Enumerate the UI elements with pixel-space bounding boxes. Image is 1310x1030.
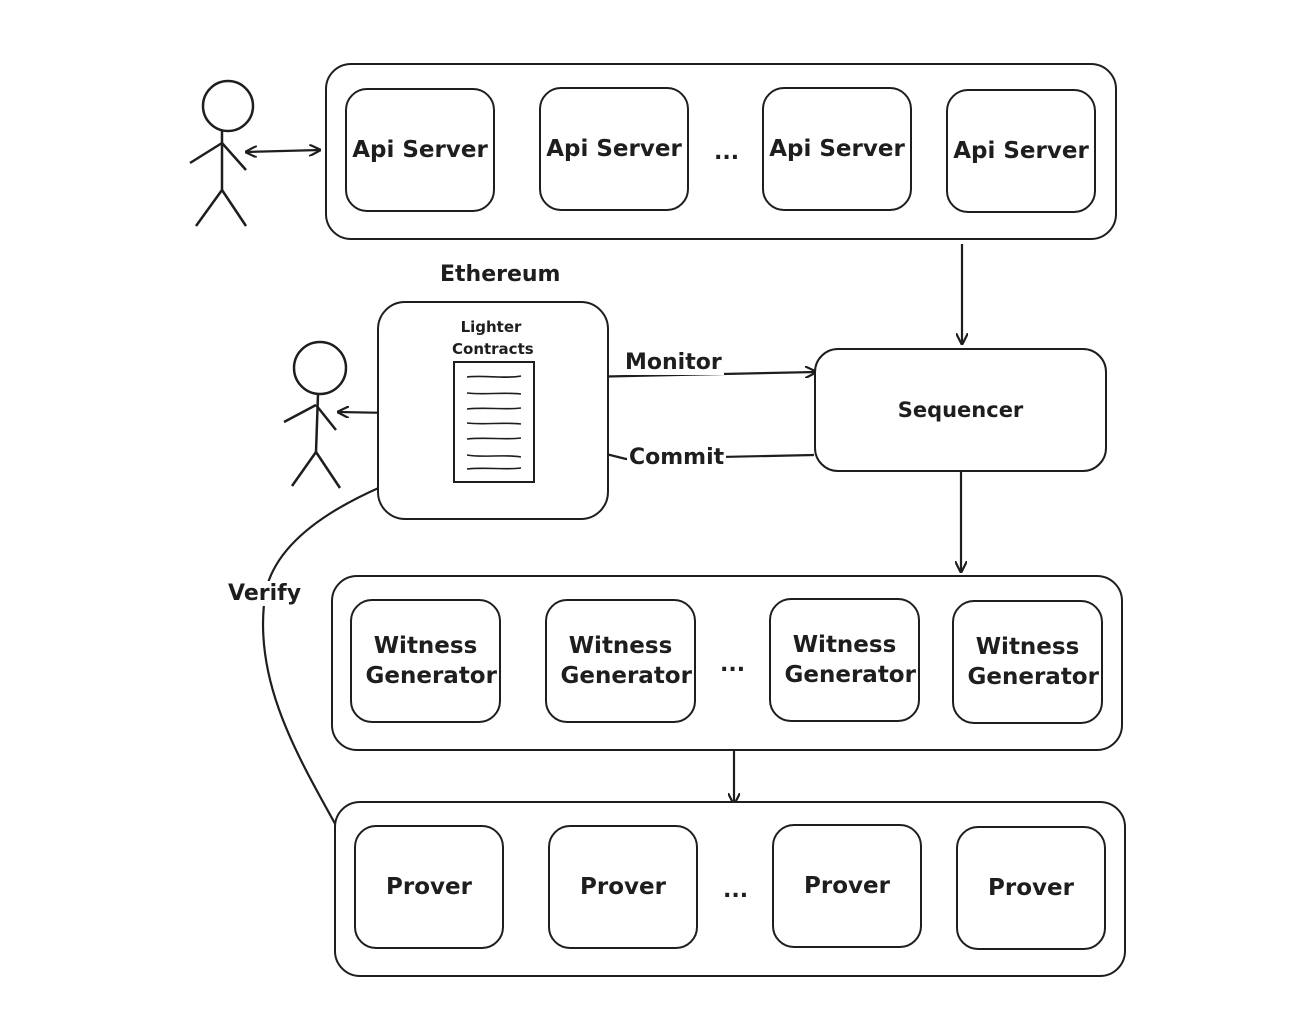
- prover-box[interactable]: Prover: [548, 825, 698, 949]
- contracts-document-icon[interactable]: [453, 361, 535, 483]
- ethereum-title: Ethereum: [440, 262, 561, 287]
- api-server-box[interactable]: Api Server: [762, 87, 912, 211]
- prover-label: Prover: [988, 875, 1074, 901]
- commit-label: Commit: [627, 445, 727, 470]
- witness-generator-label: Witness Generator: [784, 632, 916, 688]
- witness-generator-label: Witness Generator: [560, 633, 692, 689]
- prover-box[interactable]: Prover: [772, 824, 922, 948]
- sequencer-label: Sequencer: [897, 398, 1024, 422]
- monitor-label: Monitor: [623, 350, 724, 375]
- api-row-ellipsis: ...: [714, 140, 740, 165]
- witness-generator-label: Witness Generator: [967, 634, 1099, 690]
- api-server-label: Api Server: [546, 136, 682, 162]
- witness-generator-box[interactable]: Witness Generator: [769, 598, 920, 722]
- prover-row-ellipsis: ...: [723, 878, 749, 903]
- user-api-arrow: [246, 150, 320, 152]
- prover-label: Prover: [804, 873, 890, 899]
- witness-generator-box[interactable]: Witness Generator: [952, 600, 1103, 724]
- user-figure-middle: [283, 340, 348, 489]
- prover-label: Prover: [386, 874, 472, 900]
- lighter-contracts-label: Lighter Contracts: [452, 318, 534, 358]
- witness-generator-label: Witness Generator: [365, 633, 497, 689]
- verify-label: Verify: [226, 581, 304, 606]
- witness-row-ellipsis: ...: [720, 652, 746, 677]
- user-figure-top: [189, 79, 255, 227]
- api-server-label: Api Server: [352, 137, 488, 163]
- document-lines-icon: [466, 375, 522, 470]
- prover-label: Prover: [580, 874, 666, 900]
- witness-generator-box[interactable]: Witness Generator: [545, 599, 696, 723]
- witness-generator-box[interactable]: Witness Generator: [350, 599, 501, 723]
- sequencer-box[interactable]: Sequencer: [814, 348, 1107, 472]
- api-server-label: Api Server: [953, 138, 1089, 164]
- api-server-label: Api Server: [769, 136, 905, 162]
- api-server-box[interactable]: Api Server: [946, 89, 1096, 213]
- api-server-box[interactable]: Api Server: [539, 87, 689, 211]
- prover-box[interactable]: Prover: [354, 825, 504, 949]
- api-server-box[interactable]: Api Server: [345, 88, 495, 212]
- prover-box[interactable]: Prover: [956, 826, 1106, 950]
